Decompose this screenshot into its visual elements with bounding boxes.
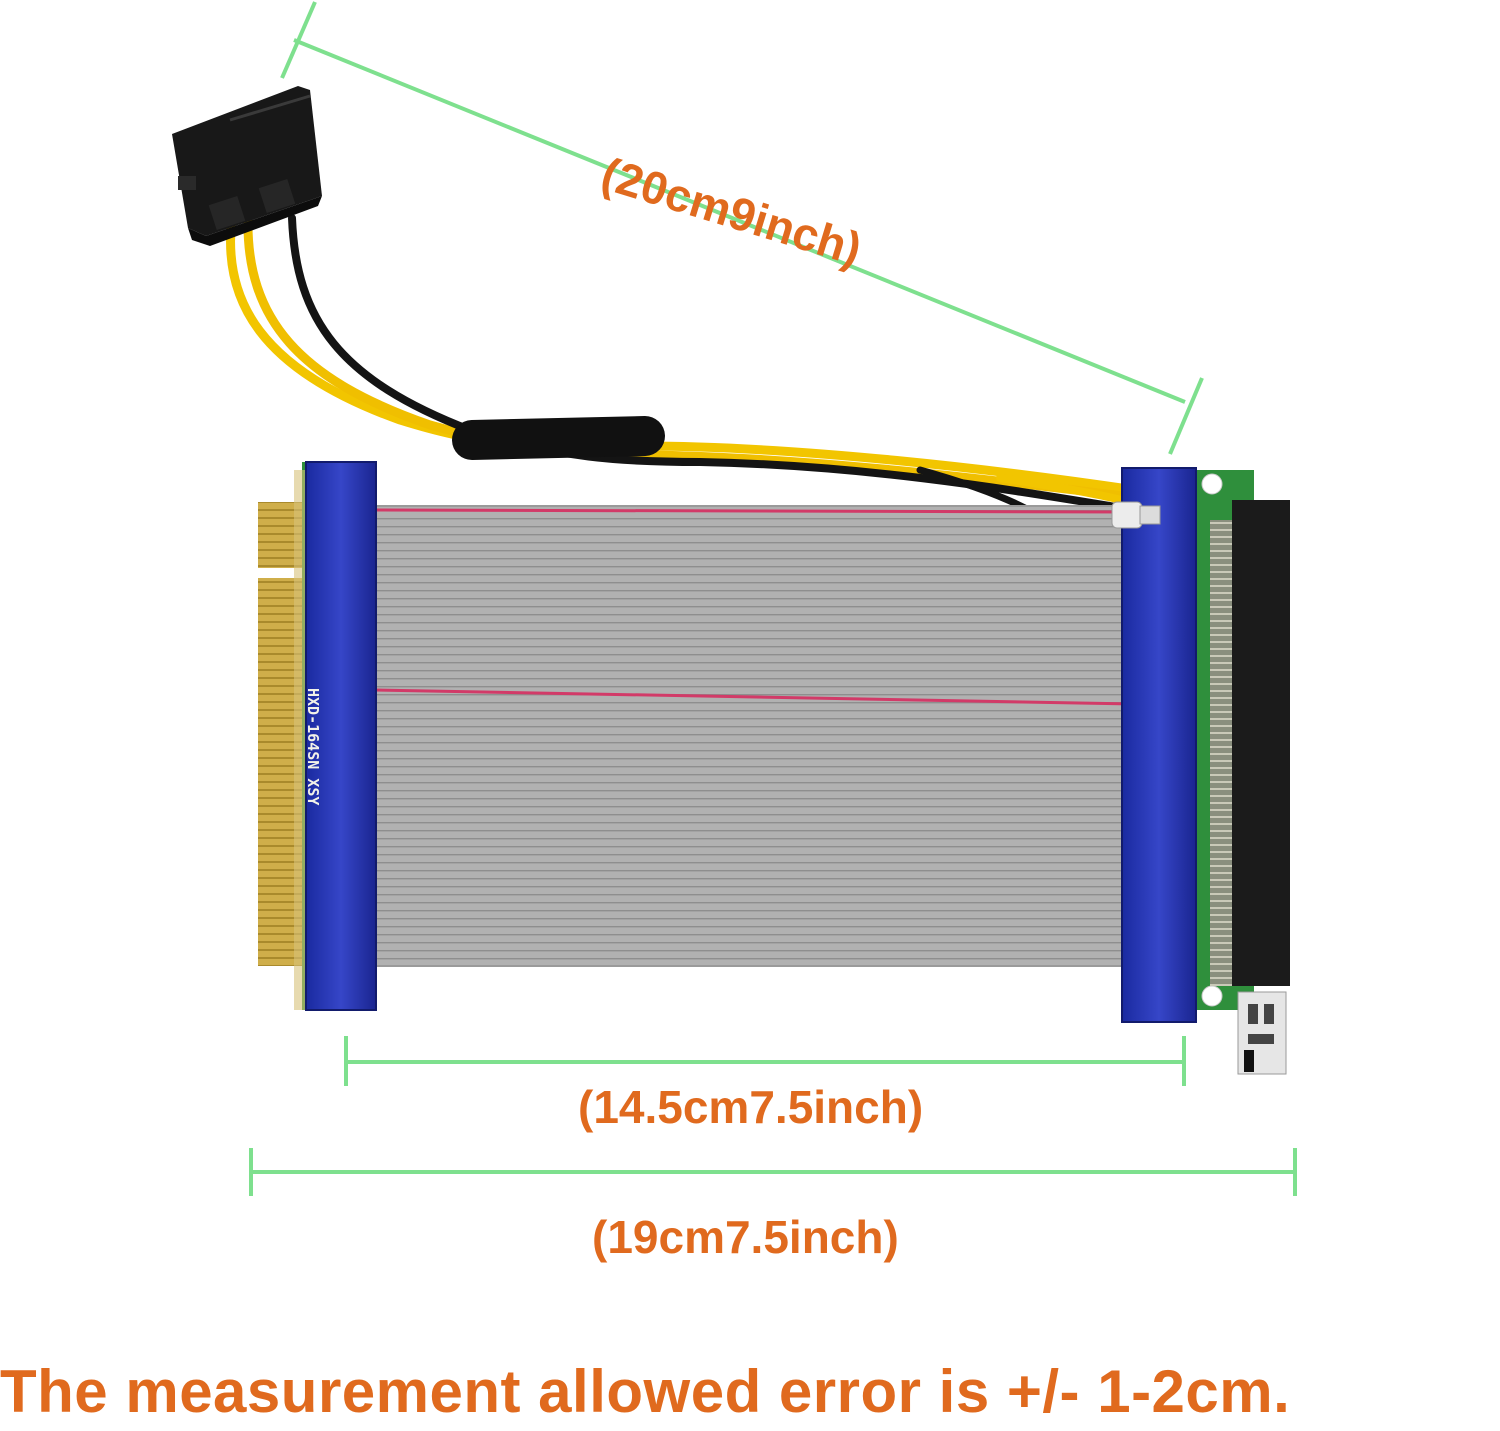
molex-connector [172, 86, 322, 246]
diagonal-measure-line [293, 38, 1186, 404]
pcie-slot-body [1232, 500, 1290, 986]
wire-yellow-2 [243, 213, 1145, 503]
wire-black-1 [288, 214, 1199, 513]
right-tape [1122, 468, 1196, 1022]
ribbon-length-label: (14.5cm7.5inch) [578, 1081, 924, 1133]
diagonal-tick-left [280, 1, 317, 79]
ribbon-cable [373, 505, 1135, 967]
ribbon-red-edge-top [373, 508, 1135, 514]
left-tape [306, 462, 376, 1010]
wire-yellow-1 [226, 213, 1140, 495]
board-marking: HXD-164SN XSY [304, 688, 322, 806]
measure-lines [249, 1, 1297, 1196]
diagonal-tick-right [1168, 377, 1204, 455]
heat-shrink [452, 416, 665, 460]
capacitor [1111, 501, 1143, 529]
left-pcb [258, 461, 377, 1011]
ribbon-red-edge-mid [373, 688, 1135, 706]
measurement-error-note: The measurement allowed error is +/- 1-2… [0, 1358, 1291, 1425]
total-length-label: (19cm7.5inch) [592, 1211, 899, 1263]
right-pcb [1111, 467, 1290, 1075]
